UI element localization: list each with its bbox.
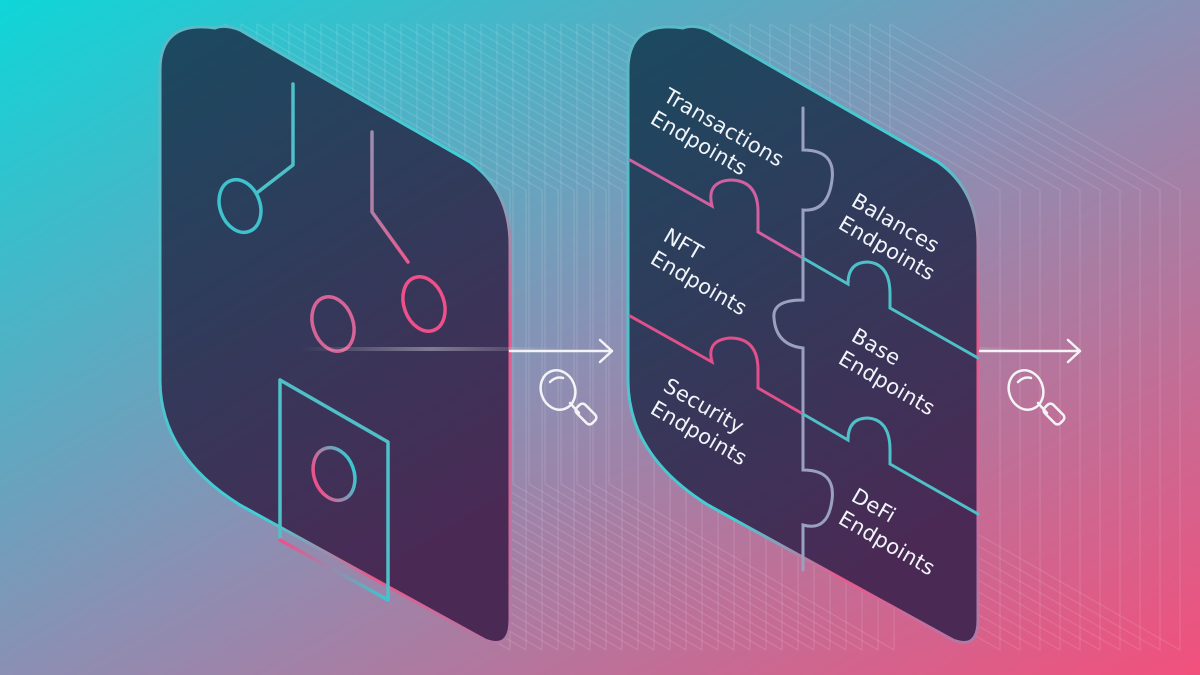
puzzle-dividers <box>628 106 980 572</box>
arrow-right-icon <box>978 338 1082 364</box>
circuit-wire-1 <box>256 82 295 194</box>
endpoints-panel-body <box>626 24 980 644</box>
glow-band-left <box>300 347 560 351</box>
circuit-node-3 <box>401 275 447 333</box>
chip-outline <box>278 378 390 600</box>
circuit-wire-3 <box>370 130 410 264</box>
flow-arrow-1 <box>508 338 614 364</box>
endpoints-panel: Transactions Endpoints Balances Endpoint… <box>626 24 980 644</box>
puzzle-seam-h2-left <box>628 314 805 416</box>
puzzle-seam-h1-right <box>801 256 980 360</box>
flow-arrow-2 <box>978 338 1082 364</box>
puzzle-seam-vertical <box>772 106 834 572</box>
magnifier-icon <box>539 369 598 426</box>
puzzle-seam-h2-right <box>801 412 980 516</box>
source-panel <box>158 24 512 644</box>
circuit-chip-icon <box>217 82 447 602</box>
arrow-right-icon <box>508 338 614 364</box>
magnifier-icon <box>1007 369 1066 426</box>
source-panel-body <box>158 24 512 644</box>
puzzle-seam-h1-left <box>628 158 805 260</box>
circuit-node-1 <box>217 177 263 235</box>
chip-core <box>311 445 357 503</box>
chip-outline-base <box>278 538 390 602</box>
